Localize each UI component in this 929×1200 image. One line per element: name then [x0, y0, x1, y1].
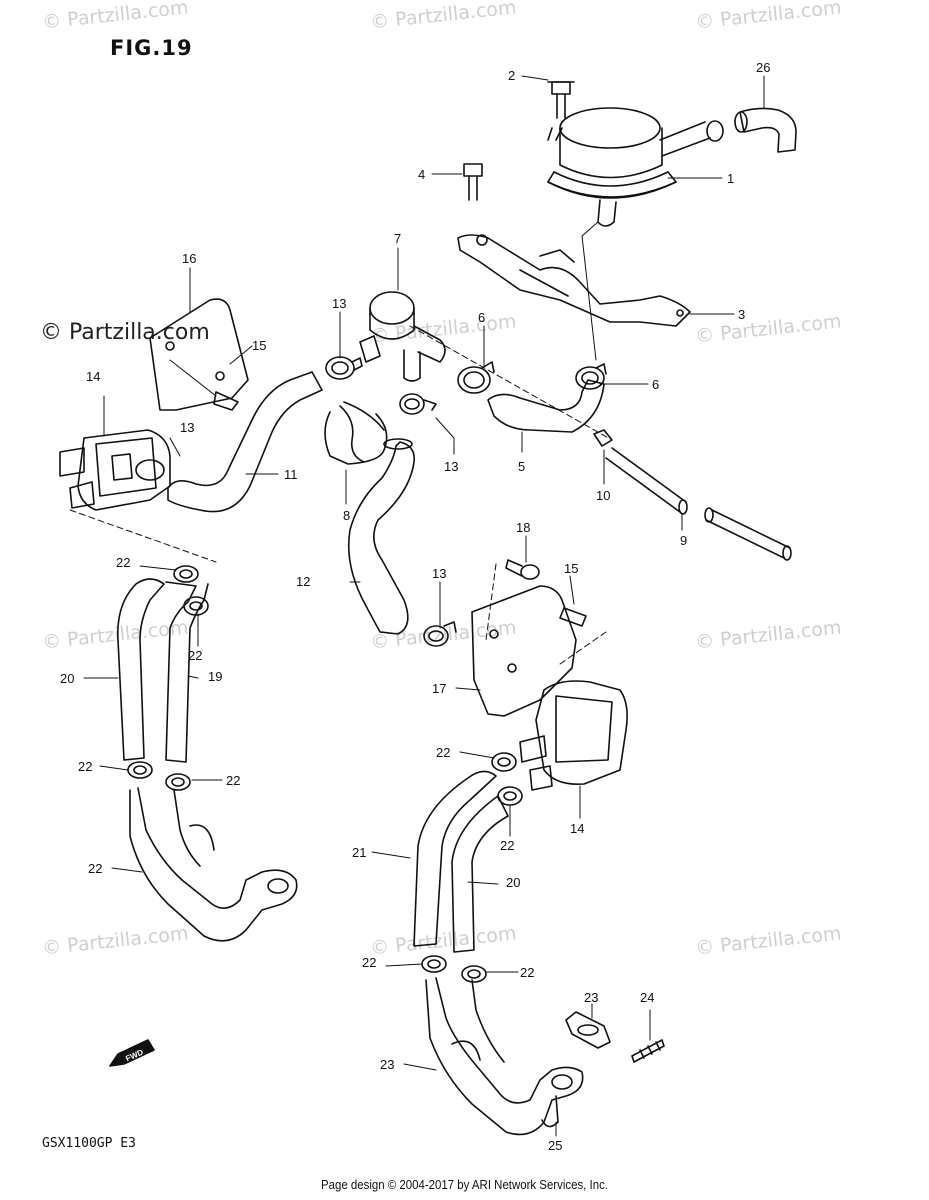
part-plate-16[interactable] [149, 298, 249, 411]
callout-14: 14 [570, 821, 584, 836]
callout-12: 12 [296, 574, 310, 589]
part-bracket[interactable] [457, 234, 691, 327]
part-clamp-22[interactable] [491, 752, 517, 772]
callout-23: 22 [88, 861, 102, 876]
part-gasket-24[interactable] [565, 1011, 611, 1049]
callout-22: 22 [188, 648, 202, 663]
part-clamp-13[interactable] [423, 621, 457, 647]
callout-13: 13 [432, 566, 446, 581]
part-hose-5[interactable] [487, 379, 605, 433]
part-clamp-22[interactable] [461, 965, 487, 983]
guide-line [559, 631, 607, 665]
part-spring-clip-8[interactable] [324, 401, 388, 465]
callout-25: 24 [640, 990, 654, 1005]
part-hose-19[interactable] [165, 581, 209, 763]
callout-11: 11 [284, 467, 298, 482]
callout-5: 5 [518, 459, 525, 474]
part-clamp-22[interactable] [165, 773, 191, 791]
callout-22: 22 [226, 773, 240, 788]
leader-lines [83, 75, 765, 1137]
callout-13: 13 [180, 420, 194, 435]
callout-22: 22 [500, 838, 514, 853]
fwd-arrow-icon [109, 1039, 155, 1067]
part-air-filter-canister[interactable] [547, 107, 724, 227]
part-reed-valve-14[interactable] [59, 429, 171, 511]
part-clamp-22[interactable] [173, 565, 199, 583]
part-plate-17[interactable] [471, 585, 577, 717]
watermark-main: © Partzilla.com [40, 320, 210, 345]
callout-22: 22 [362, 955, 376, 970]
callout-8: 8 [343, 508, 350, 523]
callout-labels: 1 2 3 4 5 6 6 7 8 9 10 11 12 13 13 13 13… [60, 60, 770, 1153]
guide-line [581, 221, 599, 361]
callout-2: 2 [508, 68, 515, 83]
callout-15: 15 [252, 338, 266, 353]
part-stud-25[interactable] [631, 1039, 665, 1063]
guide-line [409, 325, 613, 441]
part-bolt-2[interactable] [547, 81, 575, 119]
guide-line [485, 563, 497, 641]
callout-22: 22 [116, 555, 130, 570]
model-code: GSX1100GP E3 [42, 1136, 136, 1151]
part-clamp-13[interactable] [325, 356, 363, 380]
callout-26: 25 [548, 1138, 562, 1153]
part-bolt-4[interactable] [463, 163, 483, 201]
part-clamp-22[interactable] [183, 596, 209, 616]
part-hose-11[interactable] [167, 371, 323, 513]
part-reed-valve-14[interactable] [519, 680, 628, 791]
figure-title: FIG.19 [110, 36, 193, 60]
part-clamp-13[interactable] [399, 393, 437, 415]
callout-13: 13 [444, 459, 458, 474]
part-bolt-15[interactable] [559, 607, 587, 627]
callout-10: 10 [596, 488, 610, 503]
callout-17: 17 [432, 681, 446, 696]
part-hose-20[interactable] [117, 578, 165, 761]
callout-1: 1 [727, 171, 734, 186]
callout-24: 23 [584, 990, 598, 1005]
callout-9: 9 [680, 533, 687, 548]
callout-19: 19 [208, 669, 222, 684]
part-bolt-15[interactable] [169, 359, 239, 411]
part-hose-20[interactable] [451, 795, 509, 953]
callout-23: 23 [380, 1057, 394, 1072]
callout-22: 22 [520, 965, 534, 980]
callout-4: 4 [418, 167, 425, 182]
part-clamp-22[interactable] [497, 786, 523, 806]
callout-18: 18 [516, 520, 530, 535]
part-clip-10[interactable] [593, 429, 613, 447]
callout-15: 15 [564, 561, 578, 576]
callout-20: 20 [506, 875, 520, 890]
callout-14: 14 [86, 369, 100, 384]
callout-21: 21 [352, 845, 366, 860]
callout-6: 6 [478, 310, 485, 325]
callout-13: 13 [332, 296, 346, 311]
callout-16: 16 [182, 251, 196, 266]
part-pipe-23[interactable] [129, 787, 298, 942]
part-clamp-6[interactable] [575, 363, 607, 390]
part-clamp-6[interactable] [457, 361, 495, 394]
part-hose-21[interactable] [413, 770, 497, 947]
footer-copyright: Page design © 2004-2017 by ARI Network S… [321, 1177, 608, 1192]
part-clamp-22[interactable] [127, 761, 153, 779]
part-hose-12[interactable] [347, 438, 416, 635]
part-elbow-hose[interactable] [734, 107, 797, 153]
guide-line [69, 509, 217, 563]
part-clamp-22[interactable] [421, 955, 447, 973]
callout-27: 26 [756, 60, 770, 75]
callout-22: 22 [436, 745, 450, 760]
callout-3: 3 [738, 307, 745, 322]
callout-7: 7 [394, 231, 401, 246]
callout-20: 20 [60, 671, 74, 686]
callout-22: 22 [78, 759, 92, 774]
part-valve-7[interactable] [359, 291, 446, 382]
part-pipe-9[interactable] [605, 447, 792, 561]
part-bolt-18[interactable] [505, 559, 540, 580]
part-pipe-23[interactable] [425, 977, 584, 1136]
callout-6: 6 [652, 377, 659, 392]
